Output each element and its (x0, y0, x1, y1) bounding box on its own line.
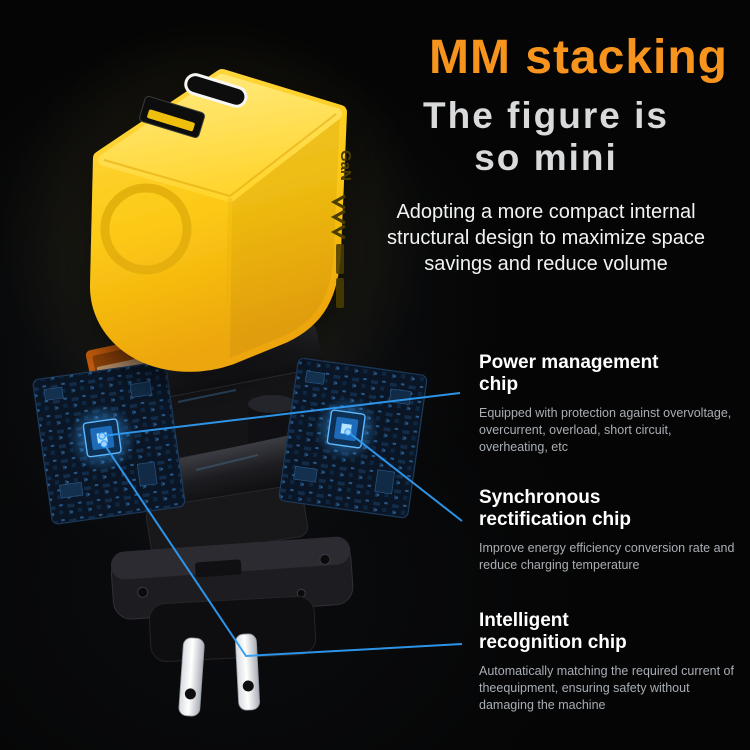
charger-body: GaN (90, 69, 354, 372)
plug-prongs (178, 633, 260, 717)
callout-synchronous-rectification: Synchronous rectification chip Improve e… (479, 487, 743, 574)
callout-title: Intelligent recognition chip (479, 610, 627, 653)
gan-label: GaN (337, 150, 354, 181)
header-block: MM stacking The figure is so mini Adopti… (358, 30, 734, 277)
subheadline: The figure is so mini (358, 95, 734, 179)
callout-description: Equipped with protection against overvol… (479, 405, 732, 455)
usb-a-port (139, 95, 205, 139)
callout-line-power (101, 392, 461, 437)
capacitor (248, 395, 296, 413)
pcb-left (32, 361, 186, 525)
brand-mark (330, 194, 346, 308)
callout-lines (98, 392, 463, 658)
pcb-right (278, 357, 428, 519)
intro-paragraph: Adopting a more compact internal structu… (387, 201, 705, 276)
callout-description: Improve energy efficiency conversion rat… (479, 540, 735, 572)
callout-title: Synchronous rectification chip (479, 487, 632, 530)
subheadline-line2: so mini (474, 137, 618, 179)
callout-title: Power management chip (479, 352, 659, 395)
plug-base (110, 536, 354, 717)
usb-c-port (184, 73, 248, 108)
callout-line-intelligent (103, 443, 463, 658)
ring-badge (100, 183, 192, 275)
callout-line-sync (347, 431, 463, 522)
callout-power-management: Power management chip Equipped with prot… (479, 352, 743, 456)
callout-description: Automatically matching the required curr… (479, 663, 734, 713)
headline: MM stacking (428, 31, 728, 84)
callout-intelligent-recognition: Intelligent recognition chip Automatical… (479, 610, 743, 714)
subheadline-line1: The figure is (423, 95, 669, 136)
